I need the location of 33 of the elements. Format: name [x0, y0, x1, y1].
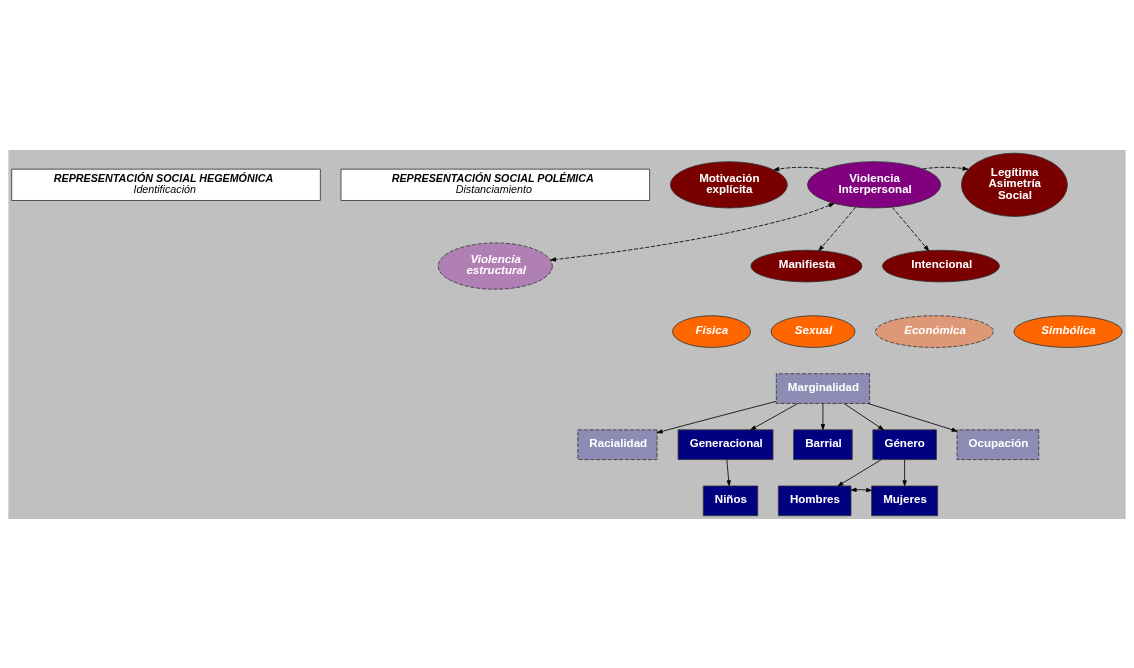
node-box: REPRESENTACIÓN SOCIAL HEGEMÓNICA Identificación: [11, 168, 321, 201]
node-ellipse: Simbólica: [1013, 314, 1123, 348]
arrow: [820, 402, 826, 430]
node-box: Género: [872, 428, 937, 460]
node-ellipse: Motivación explícita: [669, 160, 788, 208]
arrow: [773, 166, 826, 171]
arrow: [850, 487, 872, 492]
arrow: [726, 458, 731, 486]
node-box: Hombres: [777, 485, 852, 516]
node-box: Racialidad: [577, 428, 658, 460]
arrow: [750, 402, 798, 430]
node-box: Niños: [702, 485, 759, 516]
node-ellipse: Física: [672, 314, 751, 348]
arrow: [818, 206, 857, 251]
arrow: [891, 206, 930, 251]
node-ellipse: Intencional: [882, 249, 1000, 282]
node-box: Generacional: [677, 428, 774, 460]
node-ellipse: Sexual: [770, 314, 856, 348]
node-box: Marginalidad: [775, 372, 870, 404]
node-box: Barrial: [793, 428, 853, 460]
arrow: [843, 402, 884, 430]
arrow: [922, 165, 969, 171]
arrow: [656, 400, 777, 433]
arrow: [837, 458, 882, 486]
node-box: REPRESENTACIÓN SOCIAL POLÉMICA Distanciamiento: [340, 168, 651, 201]
node-box: Ocupación: [956, 428, 1040, 460]
node-ellipse: Manifiesta: [750, 249, 863, 282]
node-box: Mujeres: [871, 485, 939, 516]
arrow: [902, 458, 907, 486]
arrow: [550, 202, 835, 262]
arrow: [867, 402, 958, 432]
node-ellipse: Violencia estructural: [437, 242, 553, 290]
node-ellipse: Económica: [875, 314, 994, 348]
